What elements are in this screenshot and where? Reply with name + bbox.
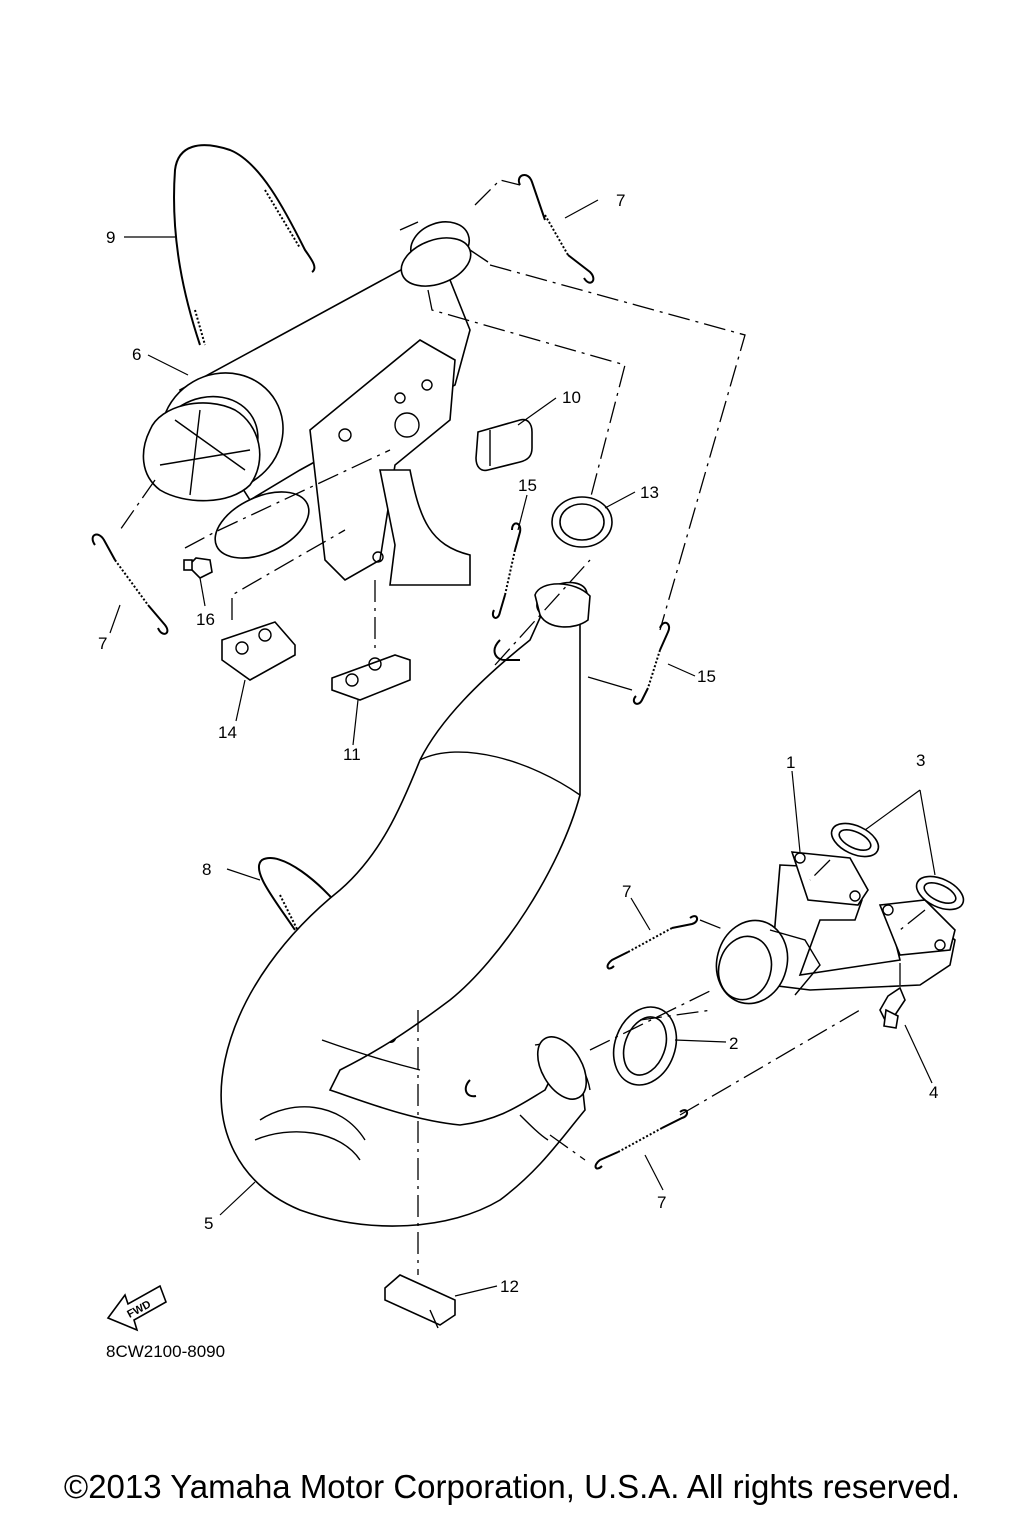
- damper-part-14: [221, 621, 296, 681]
- copyright-notice: ©2013 Yamaha Motor Corporation, U.S.A. A…: [63, 1468, 961, 1505]
- callout-7-top: 7: [616, 191, 625, 210]
- gasket-part-13: [551, 496, 613, 548]
- callout-7-left: 7: [98, 634, 107, 653]
- callout-3: 3: [916, 751, 925, 770]
- band-part-9: [173, 144, 316, 346]
- assembly-lines: [119, 179, 926, 1275]
- spring-part-7-mid: [606, 915, 698, 970]
- callout-1: 1: [786, 753, 795, 772]
- exhaust-pipe-part-5: [220, 581, 591, 1227]
- callout-10: 10: [562, 388, 581, 407]
- spring-part-7-left: [91, 533, 169, 635]
- callout-4: 4: [929, 1083, 938, 1102]
- spring-part-7-bottom: [594, 1109, 688, 1170]
- callout-7-mid: 7: [622, 882, 631, 901]
- callout-6: 6: [132, 345, 141, 364]
- callout-15-right: 15: [697, 667, 716, 686]
- joint-part-2: [612, 1006, 678, 1086]
- callout-5: 5: [204, 1214, 213, 1233]
- damper-part-10: [475, 418, 533, 472]
- callout-12: 12: [500, 1277, 519, 1296]
- spring-part-7-top: [517, 174, 595, 284]
- damper-part-11: [331, 654, 411, 701]
- callout-9: 9: [106, 228, 115, 247]
- fwd-arrow-icon: FWD: [106, 1284, 167, 1332]
- manifold-part-1: [715, 851, 956, 1005]
- callout-11: 11: [343, 745, 361, 764]
- leader-lines: [109, 199, 936, 1297]
- callout-14: 14: [218, 723, 237, 742]
- bolt-part-16: [183, 557, 213, 579]
- spring-part-15-mid: [491, 522, 522, 619]
- callout-15-mid: 15: [518, 476, 537, 495]
- protector-part-12: [384, 1274, 456, 1329]
- gasket-part-3: [830, 822, 965, 911]
- bolt-part-4: [879, 986, 906, 1029]
- callout-16: 16: [196, 610, 215, 629]
- silencer-part-6: [142, 221, 489, 586]
- diagram-code: 8CW2100-8090: [106, 1342, 225, 1361]
- callout-13: 13: [640, 483, 659, 502]
- callout-8: 8: [202, 860, 211, 879]
- callout-7-bottom: 7: [657, 1193, 666, 1212]
- spring-part-15-right: [632, 621, 670, 705]
- callout-2: 2: [729, 1034, 738, 1053]
